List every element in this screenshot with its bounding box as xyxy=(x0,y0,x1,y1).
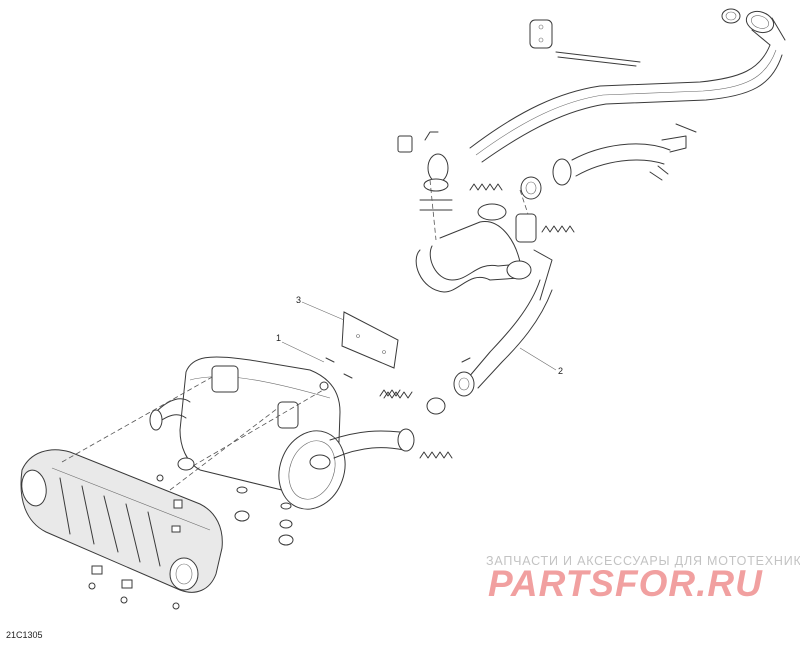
y-pipe-junction xyxy=(397,131,553,301)
upper-header-pipe xyxy=(469,8,786,163)
muffler-guard xyxy=(20,449,223,593)
diagram-reference-code: 21C1305 xyxy=(6,630,43,640)
watermark-caption: ЗАПЧАСТИ И АКСЕССУАРЫ ДЛЯ МОТОТЕХНИКИ xyxy=(486,554,800,568)
callout-label-3: 3 xyxy=(296,295,301,305)
watermark-logo: PARTSFOR.RU xyxy=(488,563,763,604)
gasket-top xyxy=(529,19,553,49)
callout-label-2: 2 xyxy=(558,366,563,376)
callout-2: 2 xyxy=(519,347,563,376)
muffler xyxy=(149,356,346,510)
callout-label-1: 1 xyxy=(276,333,281,343)
assembly-lines xyxy=(61,179,529,491)
lower-header-pipe xyxy=(520,123,697,200)
callout-3: 3 xyxy=(296,295,345,321)
springs xyxy=(379,183,575,459)
rear-pipe xyxy=(426,279,553,415)
muffler-inlet-pipe xyxy=(329,428,415,459)
callout-1: 1 xyxy=(276,333,325,363)
hardware xyxy=(88,381,329,610)
heat-shield-plate xyxy=(325,311,399,379)
